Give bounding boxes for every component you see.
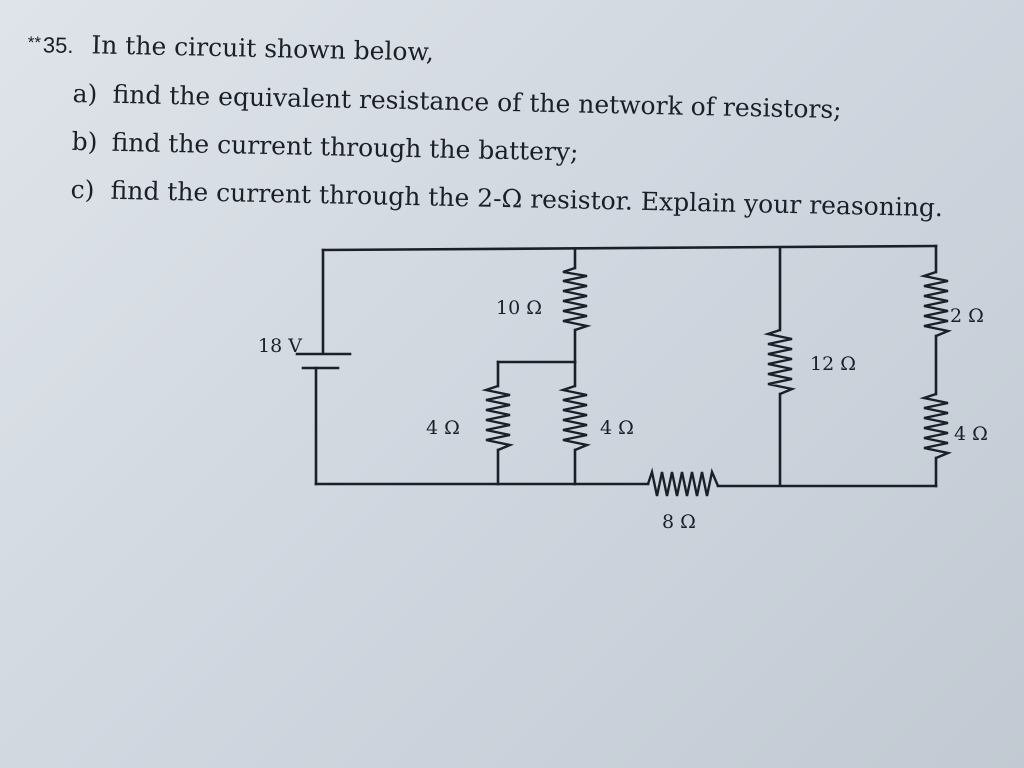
label-8-ohm: 8 Ω (662, 511, 696, 533)
resistor-8-ohm (646, 467, 720, 497)
resistor-10-ohm (562, 266, 592, 332)
resistor-12-ohm (763, 328, 797, 396)
wire-top (321, 244, 938, 252)
label-10-ohm: 10 Ω (496, 297, 542, 319)
label-4-ohm-left: 4 Ω (426, 417, 460, 439)
resistor-4-ohm-right (919, 392, 953, 460)
label-4-ohm-mid: 4 Ω (600, 417, 634, 439)
resistor-2-ohm (919, 270, 953, 338)
battery-label: 18 V (258, 335, 302, 357)
label-12-ohm: 12 Ω (810, 353, 856, 375)
label-4-ohm-right: 4 Ω (954, 423, 988, 445)
label-2-ohm: 2 Ω (950, 305, 984, 327)
resistor-4-ohm-mid (558, 384, 592, 452)
resistor-4-ohm-left (481, 384, 515, 452)
